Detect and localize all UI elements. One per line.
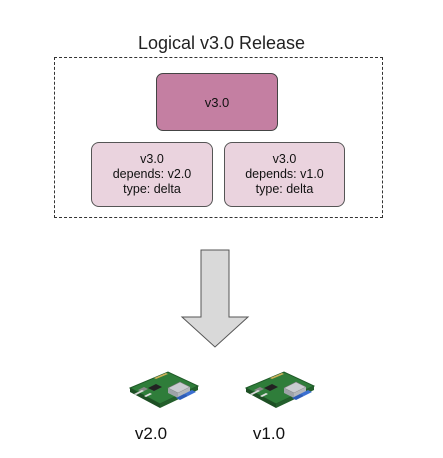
release-group-box bbox=[54, 57, 383, 218]
delta-node-type: type: delta bbox=[123, 182, 181, 196]
down-arrow-icon bbox=[180, 249, 250, 348]
raspberry-pi-board-icon bbox=[128, 371, 200, 408]
device-label-v1: v1.0 bbox=[252, 424, 286, 443]
delta-node-version: v3.0 bbox=[272, 152, 297, 166]
release-main-node: v3.0 bbox=[156, 73, 278, 131]
raspberry-pi-board-icon bbox=[244, 371, 316, 408]
delta-node-v2: v3.0 depends: v2.0 type: delta bbox=[91, 142, 213, 207]
delta-node-version: v3.0 bbox=[140, 152, 164, 166]
delta-node-depends: depends: v1.0 bbox=[245, 167, 324, 181]
diagram-title: Logical v3.0 Release bbox=[137, 33, 306, 53]
main-node-label: v3.0 bbox=[204, 94, 230, 110]
delta-node-v1: v3.0 depends: v1.0 type: delta bbox=[224, 142, 345, 207]
delta-node-depends: depends: v2.0 bbox=[112, 167, 192, 181]
delta-node-type: type: delta bbox=[255, 182, 314, 196]
device-label-v2: v2.0 bbox=[134, 424, 168, 443]
